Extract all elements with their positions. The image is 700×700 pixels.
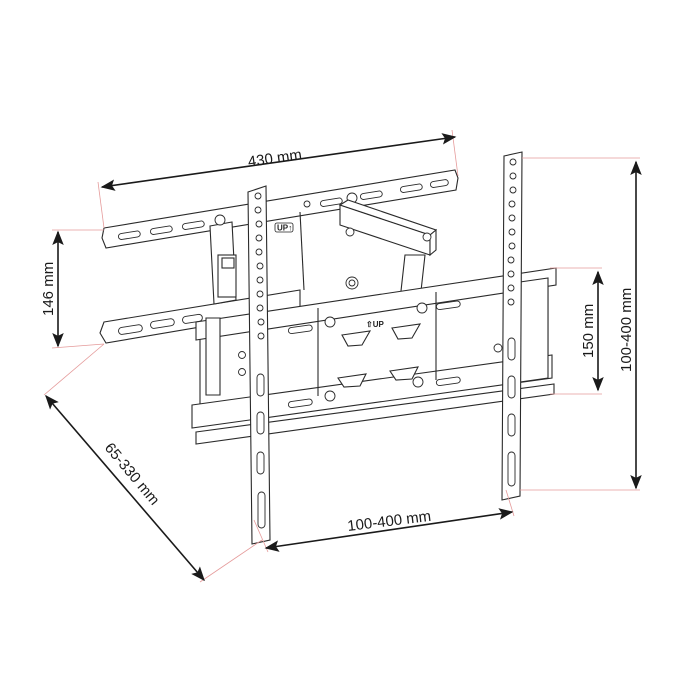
dimension-65-330: 65-330 mm [45,394,205,582]
dim-label-vesa-h: 100-400 mm [346,508,432,535]
up-tag-plate-text: ⇧UP [366,320,384,329]
dim-label-65-330: 65-330 mm [101,440,163,509]
articulating-arm: UP↑ [217,199,438,301]
up-tag [274,222,294,233]
up-tag-text: UP↑ [277,224,292,233]
dimension-146: 146 mm [40,230,64,348]
dim-label-vesa-v: 100-400 mm [618,288,635,372]
dimension-vesa-vertical: 100-400 mm [618,160,642,490]
vesa-arm-right [501,151,523,501]
dim-label-150: 150 mm [580,304,597,358]
dimension-150: 150 mm [580,270,604,392]
dim-label-146: 146 mm [40,262,57,316]
tv-plate: ⇧UP [191,267,557,445]
dimension-vesa-horizontal: 100-400 mm [264,508,514,552]
screw-icon [303,200,311,208]
dim-label-430: 430 mm [247,146,303,170]
screw-icon [214,214,226,226]
vesa-arm-left [247,185,271,545]
